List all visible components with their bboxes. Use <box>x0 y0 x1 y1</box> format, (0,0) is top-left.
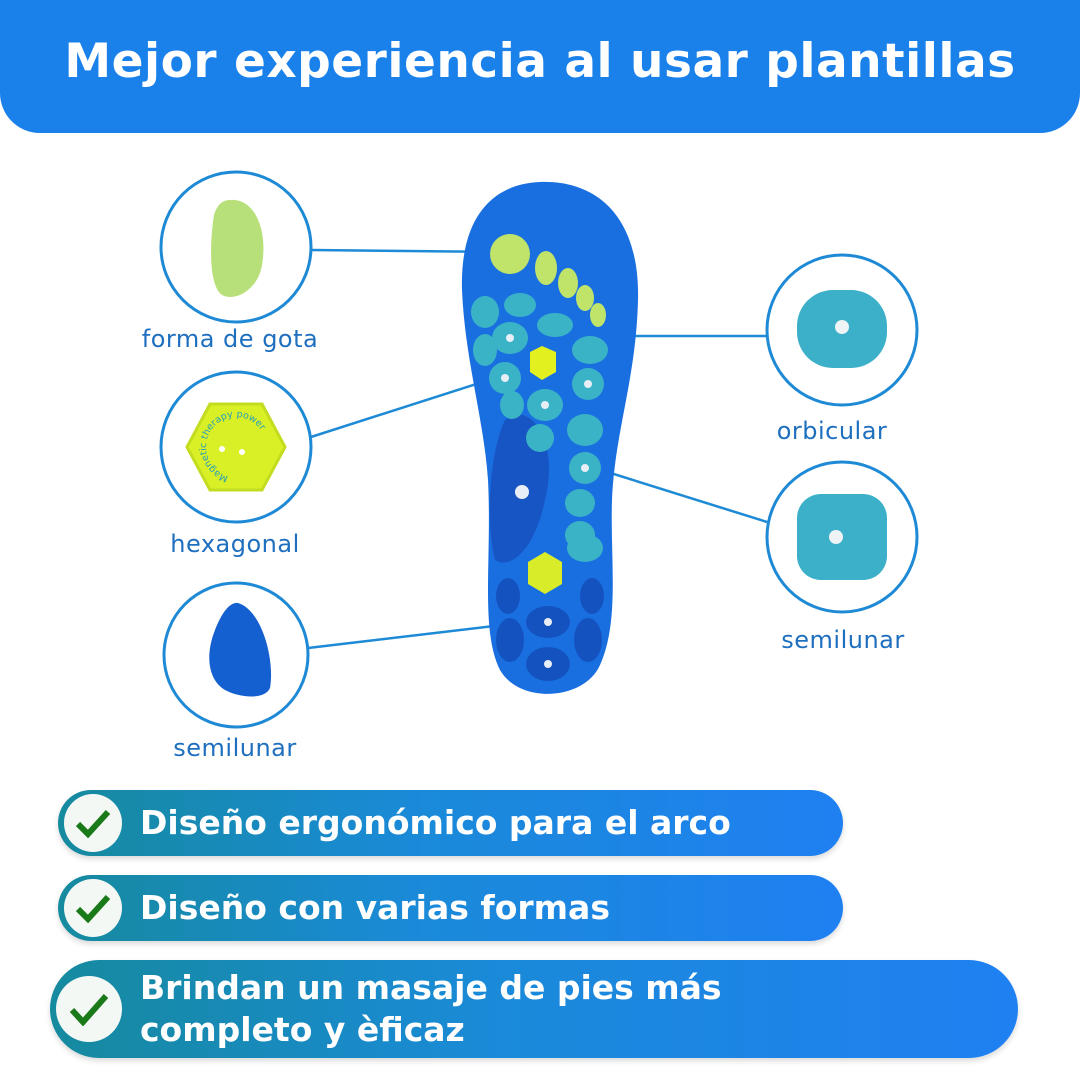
label-semilunar-right: semilunar <box>781 626 905 654</box>
benefit-text: Diseño ergonómico para el arco <box>140 803 731 842</box>
benefit-pill-2: Diseño con varias formas <box>58 875 843 941</box>
label-orbicular: orbicular <box>776 417 888 445</box>
label-forma-de-gota: forma de gota <box>141 325 319 353</box>
benefit-pill-3: Brindan un masaje de pies más completo y… <box>50 960 1018 1058</box>
benefit-text: Diseño con varias formas <box>140 888 610 927</box>
page-title: Mejor experiencia al usar plantillas <box>64 34 1016 89</box>
teardrop-nub-icon <box>211 199 264 297</box>
benefit-pill-1: Diseño ergonómico para el arco <box>58 790 843 856</box>
check-icon <box>56 976 122 1042</box>
insole-icon <box>461 181 639 694</box>
check-icon <box>64 794 122 852</box>
semilunar-nub-icon <box>209 602 272 697</box>
label-hexagonal: hexagonal <box>170 530 300 558</box>
benefit-text: Brindan un masaje de pies más completo y… <box>140 968 722 1049</box>
header-banner: Mejor experiencia al usar plantillas <box>0 0 1080 133</box>
check-icon <box>64 879 122 937</box>
label-semilunar-left: semilunar <box>173 734 297 762</box>
hexagon-magnet-icon <box>185 402 287 492</box>
